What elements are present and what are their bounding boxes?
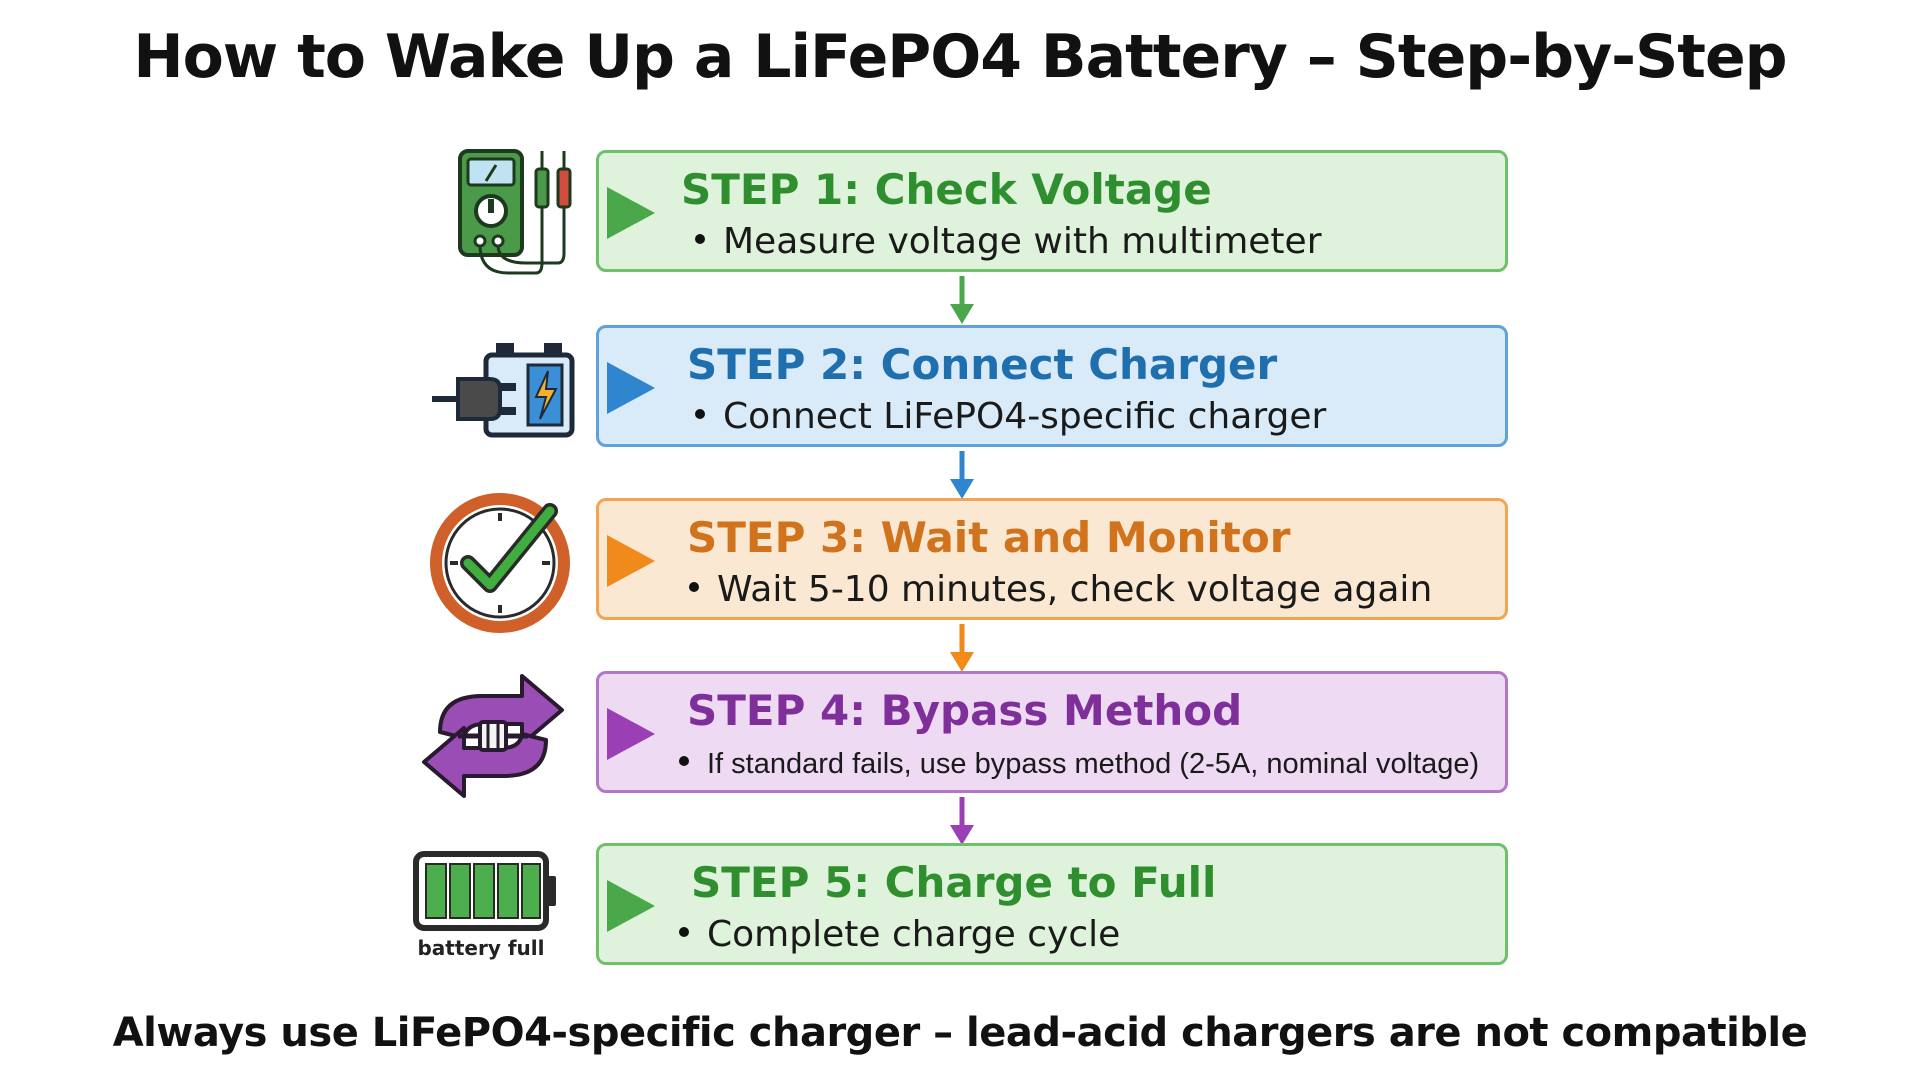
arrow-down-4	[950, 797, 974, 847]
step-2-bullet-text: Connect LiFePO4-specific charger	[723, 396, 1327, 437]
step-1-pointer	[607, 187, 655, 239]
step-1-bullet-text: Measure voltage with multimeter	[723, 221, 1322, 262]
step-4-bullet: If standard fails, use bypass method (2-…	[679, 748, 1479, 781]
bullet-dot	[695, 234, 705, 244]
charger-plug-icon	[428, 325, 578, 465]
bypass-cycle-icon	[418, 666, 568, 806]
step-2-bullet: Connect LiFePO4-specific charger	[695, 396, 1326, 437]
footer-note: Always use LiFePO4-specific charger – le…	[112, 1010, 1808, 1056]
step-2-pointer	[607, 362, 655, 414]
step-4-title: STEP 4: Bypass Method	[687, 686, 1243, 735]
arrow-down-3	[950, 624, 974, 674]
step-4-pointer	[607, 708, 655, 760]
step-4-bullet-text: If standard fails, use bypass method (2-…	[707, 748, 1480, 780]
step-5-title: STEP 5: Charge to Full	[691, 858, 1217, 907]
step-5-pointer	[607, 880, 655, 932]
clock-check-icon	[424, 493, 574, 633]
step-4-box: STEP 4: Bypass Method If standard fails,…	[596, 671, 1508, 793]
step-1-title: STEP 1: Check Voltage	[681, 165, 1212, 214]
step-3-box: STEP 3: Wait and Monitor Wait 5-10 minut…	[596, 498, 1508, 620]
step-1-box: STEP 1: Check Voltage Measure voltage wi…	[596, 150, 1508, 272]
step-3-pointer	[607, 535, 655, 587]
step-5-bullet: Complete charge cycle	[679, 914, 1120, 955]
bullet-dot	[689, 582, 699, 592]
step-3-bullet-text: Wait 5-10 minutes, check voltage again	[717, 569, 1433, 610]
bullet-dot	[695, 409, 705, 419]
battery-full-icon: battery full	[410, 840, 560, 980]
step-3-title: STEP 3: Wait and Monitor	[687, 513, 1291, 562]
step-3-bullet: Wait 5-10 minutes, check voltage again	[689, 569, 1432, 610]
arrow-down-1	[950, 276, 974, 326]
step-5-box: STEP 5: Charge to Full Complete charge c…	[596, 843, 1508, 965]
step-2-box: STEP 2: Connect Charger Connect LiFePO4-…	[596, 325, 1508, 447]
page-title: How to Wake Up a LiFePO4 Battery – Step-…	[133, 22, 1787, 92]
bullet-dot	[679, 927, 689, 937]
battery-full-caption: battery full	[417, 936, 545, 960]
step-1-bullet: Measure voltage with multimeter	[695, 221, 1322, 262]
step-5-bullet-text: Complete charge cycle	[707, 914, 1121, 955]
step-2-title: STEP 2: Connect Charger	[687, 340, 1278, 389]
arrow-down-2	[950, 451, 974, 501]
multimeter-icon	[446, 145, 596, 285]
bullet-dot	[679, 756, 689, 767]
